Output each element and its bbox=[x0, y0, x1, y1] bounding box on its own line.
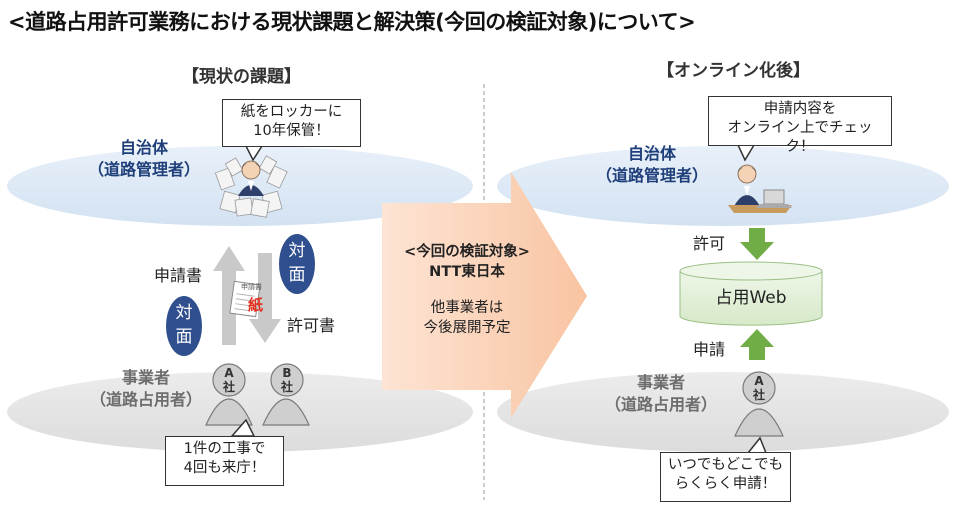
apply-label-right: 申請 bbox=[693, 340, 726, 359]
paper-label: 紙 bbox=[248, 296, 264, 314]
face-to-face-char1-bottom: 対 bbox=[175, 303, 193, 323]
authority-name-right: 自治体 bbox=[627, 144, 676, 163]
web-system-label: 占用Web bbox=[715, 288, 787, 308]
person-a-letter: A bbox=[224, 366, 234, 380]
face-to-face-char1-top: 対 bbox=[288, 241, 306, 261]
verification-target-line3: 他事業者は bbox=[430, 300, 504, 316]
operator-role-right: （道路占用者） bbox=[604, 395, 717, 414]
face-to-face-badge-top bbox=[279, 234, 315, 294]
person-b-letter: B bbox=[282, 366, 292, 380]
face-to-face-char2-top: 面 bbox=[288, 265, 306, 285]
application-form-label: 申請書 bbox=[154, 266, 203, 285]
application-up-arrow bbox=[213, 246, 245, 345]
person-b-suffix: 社 bbox=[280, 380, 293, 394]
check-callout-line2: オンライン上でチェック！ bbox=[727, 120, 873, 155]
authority-role-right: （道路管理者） bbox=[595, 166, 708, 185]
check-callout: 申請内容を オンライン上でチェック！ bbox=[708, 96, 892, 155]
storage-callout-line2: 10年保管！ bbox=[253, 123, 330, 139]
verification-target-text: <今回の検証対象> NTT東日本 他事業者は 今後展開予定 bbox=[382, 242, 552, 338]
person-a-suffix-right: 社 bbox=[752, 388, 765, 402]
person-a-icon-right bbox=[734, 371, 784, 437]
verification-target-line2: NTT東日本 bbox=[429, 264, 505, 280]
person-a-label-right: A 社 bbox=[752, 374, 766, 402]
permit-document-label: 許可書 bbox=[287, 316, 336, 335]
storage-callout: 紙をロッカーに 10年保管！ bbox=[222, 99, 361, 147]
storage-callout-line1: 紙をロッカーに bbox=[240, 104, 343, 120]
verification-target-line1: <今回の検証対象> bbox=[404, 244, 530, 260]
anytime-callout: いつでもどこでも らくらく申請！ bbox=[660, 452, 791, 502]
face-to-face-text-top: 対 面 bbox=[288, 239, 306, 287]
permit-label-right: 許可 bbox=[693, 234, 726, 253]
page-title: <道路占用許可業務における現状課題と解決策(今回の検証対象)について> bbox=[8, 10, 696, 34]
exchange-arrows bbox=[213, 246, 281, 345]
operator-label-right: 事業者 （道路占用者） bbox=[599, 372, 723, 416]
operator-role-left: （道路占用者） bbox=[89, 390, 202, 409]
authority-name-left: 自治体 bbox=[119, 138, 168, 157]
person-a-letter-right: A bbox=[754, 374, 764, 388]
face-to-face-badge-bottom bbox=[166, 296, 202, 356]
visit-callout-line2: 4回も来庁！ bbox=[183, 460, 266, 476]
verification-target-line4: 今後展開予定 bbox=[423, 320, 511, 336]
authority-label-right: 自治体 （道路管理者） bbox=[591, 143, 713, 187]
transition-arrow bbox=[382, 172, 587, 418]
operator-area-right bbox=[497, 372, 949, 452]
web-system-cylinder bbox=[679, 261, 823, 326]
office-worker-at-laptop-icon bbox=[728, 164, 792, 213]
anytime-callout-line1: いつでもどこでも bbox=[667, 457, 784, 473]
face-to-face-char2-bottom: 面 bbox=[175, 327, 193, 347]
person-b-icon bbox=[262, 363, 310, 426]
check-callout-line1: 申請内容を bbox=[763, 101, 837, 117]
face-to-face-text-bottom: 対 面 bbox=[175, 301, 193, 349]
person-a-icon bbox=[205, 363, 253, 426]
person-b-label: B 社 bbox=[280, 366, 294, 394]
person-a-suffix: 社 bbox=[222, 380, 235, 394]
authority-area-left bbox=[7, 146, 473, 226]
operator-label-left: 事業者 （道路占用者） bbox=[84, 367, 208, 411]
person-a-label: A 社 bbox=[222, 366, 236, 394]
document-header-text: 申請書 bbox=[241, 283, 262, 291]
office-worker-buried-in-papers-icon bbox=[214, 155, 288, 218]
authority-role-left: （道路管理者） bbox=[87, 160, 200, 179]
permit-down-arrow-green bbox=[740, 228, 774, 260]
authority-label-left: 自治体 （道路管理者） bbox=[84, 137, 204, 181]
operator-name-left: 事業者 bbox=[121, 368, 170, 387]
anytime-callout-line2: らくらく申請！ bbox=[674, 476, 777, 492]
visit-callout-line1: 1件の工事で bbox=[183, 441, 266, 457]
visit-callout: 1件の工事で 4回も来庁！ bbox=[165, 436, 284, 486]
authority-area-right bbox=[497, 146, 949, 226]
paper-document-icon bbox=[229, 280, 261, 318]
operator-name-right: 事業者 bbox=[636, 373, 685, 392]
apply-up-arrow-green bbox=[740, 329, 774, 360]
current-issues-heading: 【現状の課題】 bbox=[182, 67, 301, 87]
permit-down-arrow bbox=[249, 253, 281, 343]
after-online-heading: 【オンライン化後】 bbox=[657, 61, 810, 81]
